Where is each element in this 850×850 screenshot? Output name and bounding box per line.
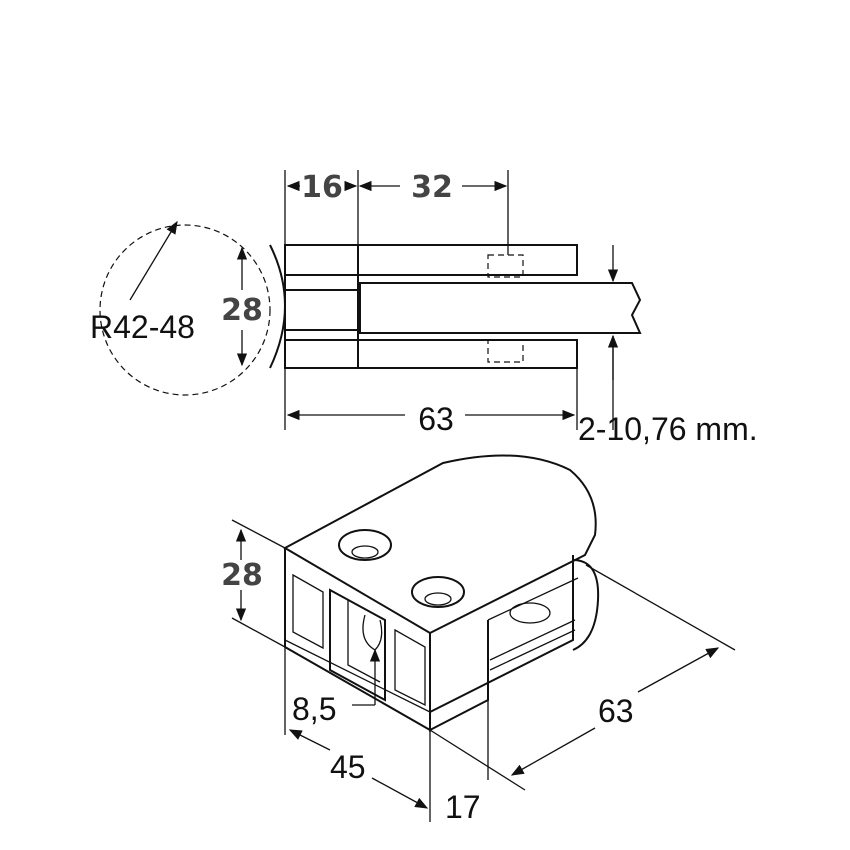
clamp-bottom-plate <box>284 339 578 369</box>
glass-thickness-label: 2-10,76 mm. <box>578 411 758 447</box>
dim-28-label: 28 <box>221 293 263 328</box>
screw-hole-1 <box>338 529 392 561</box>
clamp-top-plate <box>284 244 578 276</box>
clamp-curved-back <box>269 244 286 369</box>
clamp-top-face <box>282 454 597 635</box>
dim-16-label: 16 <box>301 170 343 205</box>
radius-leader <box>129 220 178 301</box>
dim-8-5-label: 8,5 <box>292 691 336 727</box>
radius-label: R42-48 <box>90 309 195 345</box>
top-view: 16 32 R42-48 28 63 2-10,76 mm. <box>90 170 758 447</box>
iso-dim-28-label: 28 <box>221 558 263 593</box>
glass-panel <box>359 282 642 334</box>
clamp-side-face <box>429 555 574 713</box>
iso-dim-63-label: 63 <box>598 693 634 729</box>
dim-17-label: 17 <box>445 789 481 825</box>
screw-hole-2 <box>411 576 465 608</box>
iso-view: 28 8,5 45 17 63 <box>221 454 736 825</box>
radius-circle <box>99 224 271 396</box>
dim-45-label: 45 <box>330 749 366 785</box>
dim-63-label: 63 <box>418 401 454 437</box>
screw-bottom <box>487 339 524 363</box>
dim-32-label: 32 <box>411 170 453 205</box>
screw-top <box>487 254 524 278</box>
